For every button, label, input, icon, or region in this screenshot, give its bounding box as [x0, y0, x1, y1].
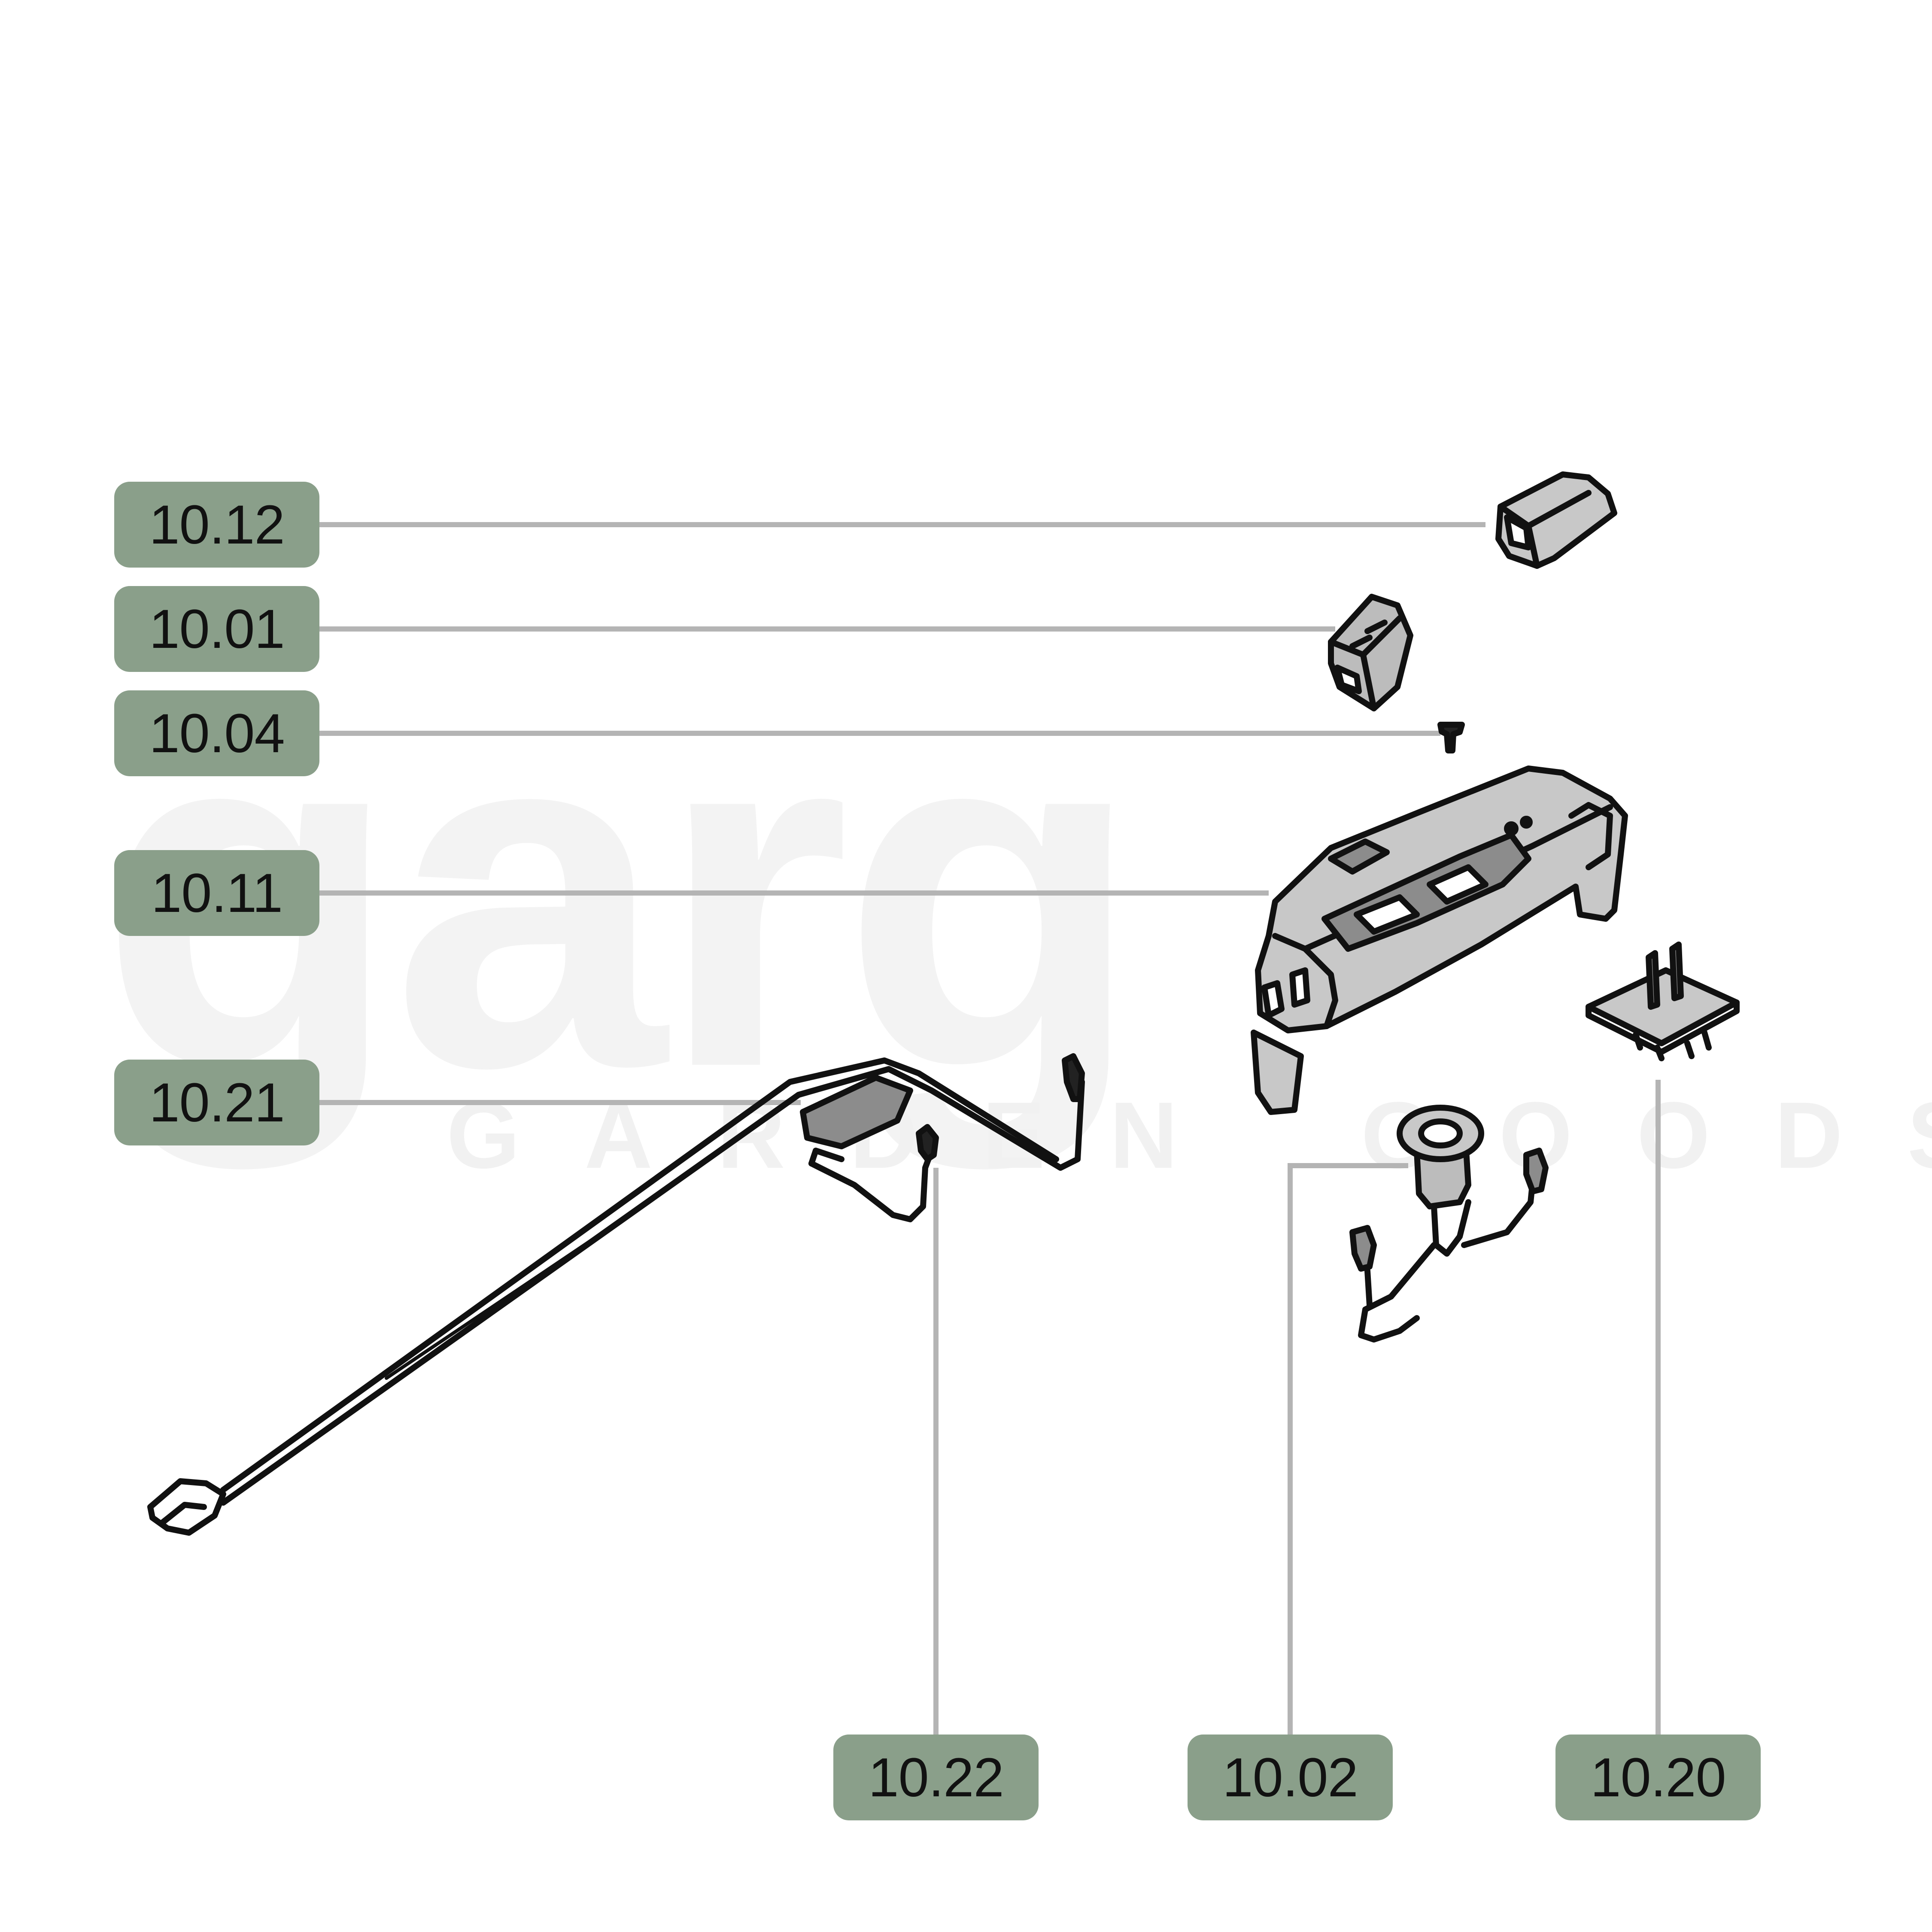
- part-capacitor-connector: [1349, 1105, 1549, 1343]
- callout-label: 10.20: [1590, 1747, 1726, 1808]
- callout-10-04[interactable]: 10.04: [114, 690, 319, 776]
- callout-10-21[interactable]: 10.21: [114, 1060, 319, 1145]
- callout-label: 10.11: [151, 862, 283, 924]
- part-terminal-plate: [1586, 942, 1740, 1061]
- callout-label: 10.01: [149, 598, 285, 660]
- callout-label: 10.12: [149, 494, 285, 556]
- callout-10-12[interactable]: 10.12: [114, 482, 319, 568]
- callout-label: 10.21: [149, 1072, 285, 1133]
- part-switch-cap: [1495, 471, 1617, 569]
- part-cable-loop: [808, 1124, 939, 1222]
- callout-10-01[interactable]: 10.01: [114, 586, 319, 672]
- part-rocker-switch: [1328, 594, 1413, 711]
- callout-label: 10.04: [149, 702, 285, 764]
- part-screw: [1437, 722, 1465, 753]
- callout-label: 10.02: [1222, 1747, 1358, 1808]
- callout-10-02[interactable]: 10.02: [1188, 1735, 1393, 1820]
- leader-10-02: [1288, 1163, 1408, 1735]
- callout-10-22[interactable]: 10.22: [833, 1735, 1039, 1820]
- part-switch-housing: [1251, 766, 1628, 1115]
- callout-10-20[interactable]: 10.20: [1555, 1735, 1761, 1820]
- part-cable-harness: [147, 1053, 1085, 1536]
- callout-10-11[interactable]: 10.11: [114, 850, 319, 936]
- callout-label: 10.22: [868, 1747, 1004, 1808]
